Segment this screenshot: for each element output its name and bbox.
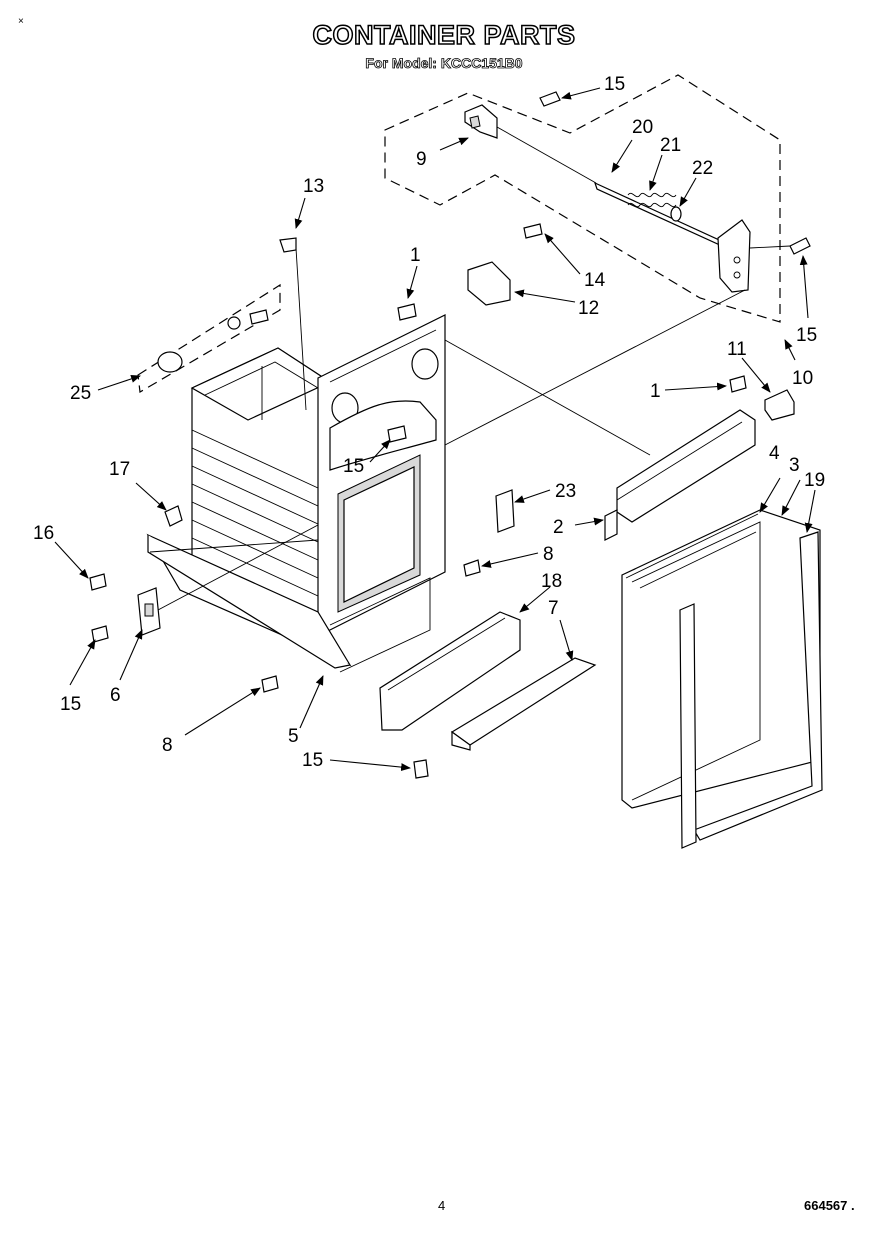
callout-3: 3 <box>789 455 800 476</box>
grille-frame-part-18 <box>379 611 521 731</box>
callout-4: 4 <box>769 443 780 464</box>
screw-part-15-top <box>539 91 561 107</box>
callout-25: 25 <box>70 383 91 404</box>
hinge-assembly-outline <box>384 74 781 323</box>
document-number: 664567 . <box>804 1198 855 1213</box>
screw-part-8-mid <box>463 559 481 577</box>
callout-12: 12 <box>578 298 599 319</box>
drain-cap-part-25 <box>157 309 269 373</box>
screw-part-15-center <box>387 425 407 443</box>
callout-18: 18 <box>541 571 562 592</box>
callout-15-center: 15 <box>343 456 364 477</box>
leader-lines <box>54 87 816 772</box>
cabinet-shell <box>190 314 446 637</box>
bracket-part-6 <box>137 587 161 636</box>
washer-part-22 <box>670 206 682 222</box>
callout-16: 16 <box>33 523 54 544</box>
callout-21: 21 <box>660 135 681 156</box>
bracket-part-23 <box>495 489 515 533</box>
hinge-pin-part-20 <box>593 181 735 253</box>
door-gasket-part-4 <box>625 513 759 579</box>
callout-15-right: 15 <box>796 325 817 346</box>
drain-assembly-outline <box>137 283 281 393</box>
callout-7: 7 <box>548 598 559 619</box>
callout-15-left: 15 <box>60 694 81 715</box>
callout-1-top: 1 <box>410 245 421 266</box>
kick-plate-part-7 <box>450 657 597 751</box>
clip-part-17 <box>164 505 183 527</box>
callout-20: 20 <box>632 117 653 138</box>
screw-part-1-top <box>397 303 417 321</box>
screw-part-15-left <box>91 625 109 643</box>
screw-part-15-bottom <box>413 759 429 779</box>
callout-6: 6 <box>110 685 121 706</box>
screw-part-16 <box>89 573 107 591</box>
screw-part-14 <box>523 223 543 239</box>
hinge-plate-part-10 <box>717 219 751 293</box>
callout-10: 10 <box>792 368 813 389</box>
callout-15-top: 15 <box>604 74 625 95</box>
callout-13: 13 <box>303 176 324 197</box>
callout-2: 2 <box>553 517 564 538</box>
callout-8-mid: 8 <box>543 544 554 565</box>
hinge-part-11 <box>764 389 795 421</box>
callout-19: 19 <box>804 470 825 491</box>
door-panel-part-3 <box>621 509 821 809</box>
corner-mark: × <box>18 16 24 27</box>
page-title: CONTAINER PARTS <box>312 19 576 51</box>
callout-14: 14 <box>584 270 606 291</box>
callout-5: 5 <box>288 726 299 747</box>
callout-11: 11 <box>727 339 747 360</box>
spring-part-21 <box>627 192 677 208</box>
callout-15-bottom: 15 <box>302 750 323 771</box>
door-handle-part-2 <box>604 409 756 541</box>
base-frame-part-5 <box>146 533 431 673</box>
model-subtitle: For Model: KCCC151B0 <box>365 55 523 72</box>
bracket-part-12 <box>467 261 511 306</box>
screw-part-13 <box>279 237 297 253</box>
callout-17: 17 <box>109 459 130 480</box>
callout-23: 23 <box>555 481 576 502</box>
screw-part-1-right <box>729 375 747 393</box>
callout-labels: 15 9 20 21 22 13 1 14 12 15 10 11 1 25 1… <box>33 74 825 771</box>
hinge-bracket-part-9 <box>464 104 498 139</box>
screw-part-8-low <box>261 675 279 693</box>
page-number: 4 <box>438 1198 446 1213</box>
screw-part-15-right <box>789 237 811 255</box>
callout-22: 22 <box>692 158 713 179</box>
door-gasket-part-19 <box>679 531 823 849</box>
callout-9: 9 <box>416 149 427 170</box>
callout-8-low: 8 <box>162 735 173 756</box>
callout-1-right: 1 <box>650 381 661 402</box>
